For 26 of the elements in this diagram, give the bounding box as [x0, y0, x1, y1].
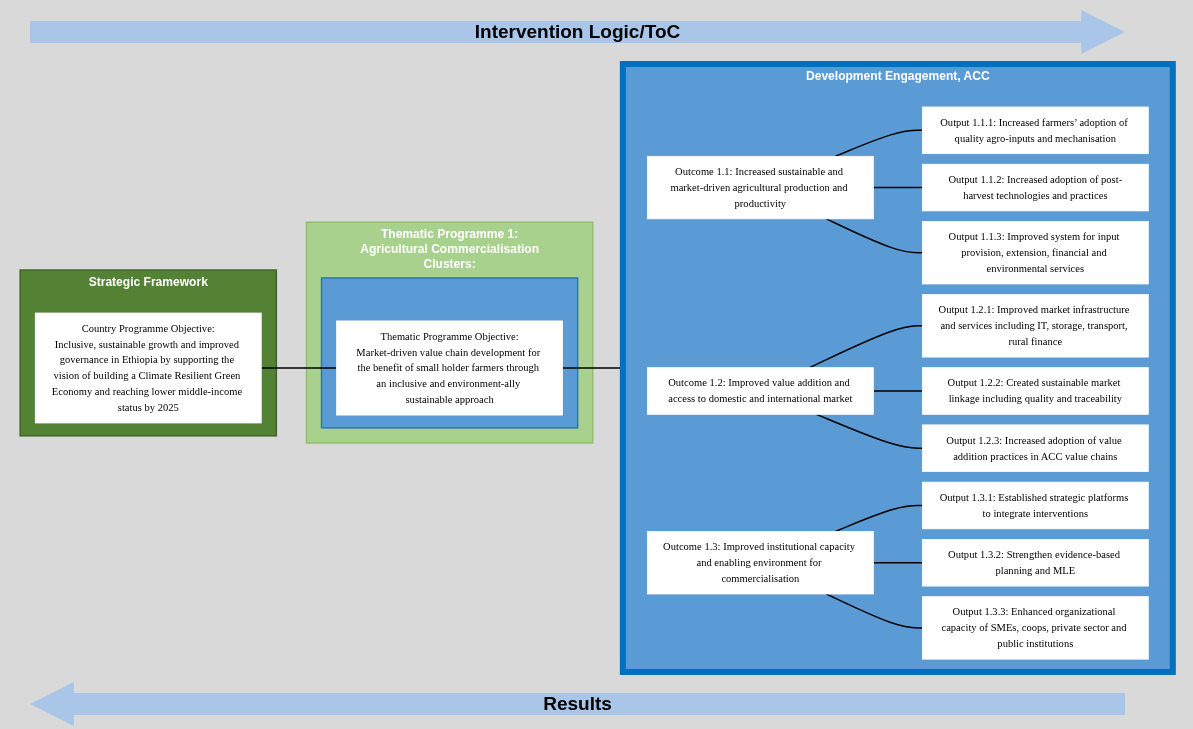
node-box: Output 1.2.3: Increased adoption of value addition practices in ACC value chains	[921, 424, 1149, 472]
node-box: Outcome 1.1: Increased sustainable and market-driven agricultural production and productivity	[646, 155, 874, 220]
node-box: Output 1.1.1: Increased farmers’ adoption of quality agro-inputs and mechanisation	[921, 106, 1149, 155]
arrow-label: Intervention Logic/ToC	[474, 21, 681, 43]
node-box: Country Programme Objective: Inclusive, sustainable growth and improved governance in Ethiopia by supporting the vision of building a Climate Resilient Green Economy and reaching lower middle-income status by 2025	[34, 312, 262, 424]
node-box: Outcome 1.3: Improved institutional capacity and enabling environment for commercialisation	[646, 531, 874, 595]
node-box: Output 1.1.2: Increased adoption of post-harvest technologies and practices	[921, 163, 1149, 212]
node-box: Thematic Programme Objective: Market-driven value chain development for the benefit of small holder farmers through an inclusive and environment-ally sustainable approach	[336, 320, 563, 416]
connector	[815, 413, 924, 449]
node-box: Output 1.3.2: Strengthen evidence-based planning and MLE	[921, 539, 1149, 587]
connector	[872, 186, 924, 189]
arrow-label: Results	[543, 693, 612, 715]
node-box: Output 1.2.2: Created sustainable market linkage including quality and traceability	[921, 367, 1149, 415]
connector	[808, 325, 924, 369]
connector	[872, 562, 924, 564]
node-box: Output 1.2.1: Improved market infrastructure and services including IT, storage, transport, rural finance	[921, 294, 1149, 358]
connector	[825, 218, 924, 254]
node-box: Output 1.3.1: Established strategic platforms to integrate interventions	[921, 481, 1149, 530]
connector	[834, 504, 924, 533]
node-box: Output 1.1.3: Improved system for input provision, extension, financial and environmental services	[921, 221, 1149, 285]
connector	[834, 129, 924, 158]
connector	[872, 390, 924, 392]
cluster	[320, 277, 579, 429]
connector	[260, 367, 338, 369]
node-box: Outcome 1.2: Improved value addition and access to domestic and international market	[646, 367, 874, 415]
node-box: Output 1.3.3: Enhanced organizational capacity of SMEs, coops, private sector and public institutions	[921, 596, 1149, 660]
